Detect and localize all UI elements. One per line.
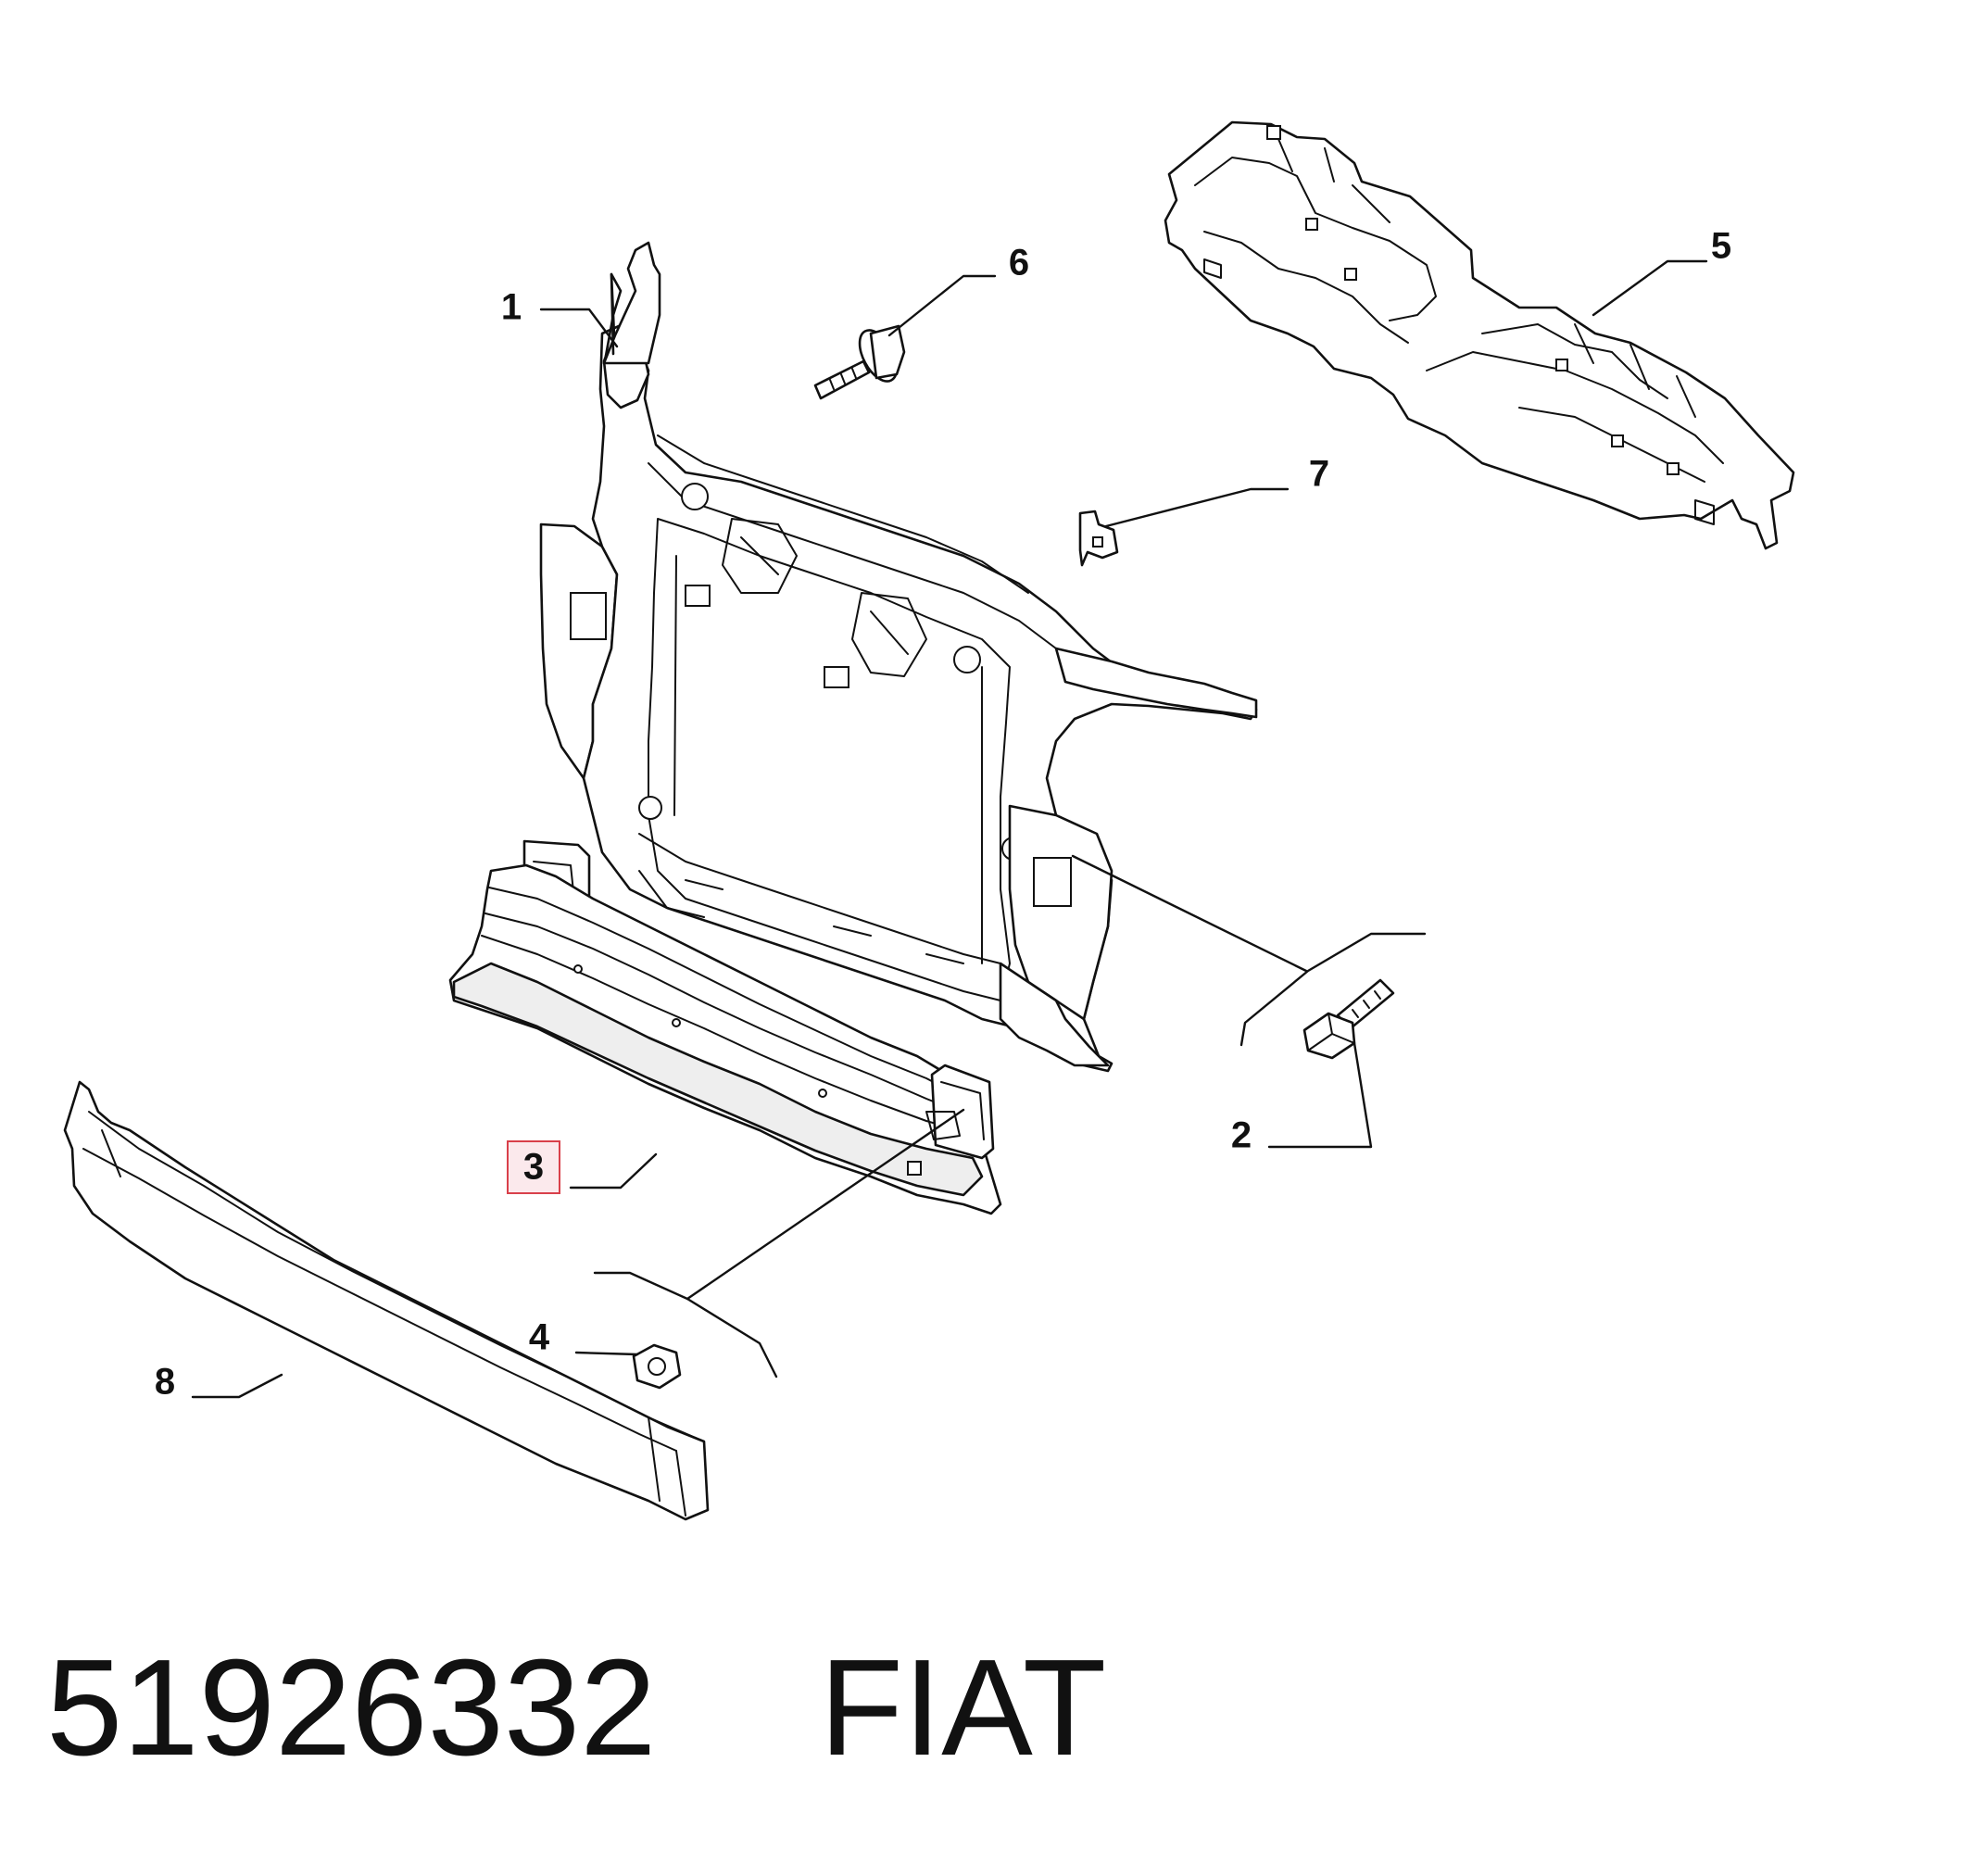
callout-2: 2 xyxy=(1231,1115,1252,1156)
bracket-bolt-upper xyxy=(1239,932,1427,1047)
leader-1 xyxy=(539,308,619,348)
leader-2 xyxy=(1267,1041,1373,1149)
leader-5 xyxy=(1592,259,1708,317)
part-4-nut xyxy=(632,1343,682,1390)
callout-4: 4 xyxy=(529,1317,550,1358)
part-8-energy-absorber xyxy=(63,1080,710,1521)
leader-3 xyxy=(569,1152,658,1190)
callout-labels: 1 6 5 7 2 3 4 8 xyxy=(155,226,1731,1403)
connector-bolt-frame xyxy=(1071,854,1308,973)
leader-8 xyxy=(191,1373,283,1399)
callout-7: 7 xyxy=(1309,454,1329,495)
part-5-upper-crossmember xyxy=(1164,120,1795,550)
part-6-screw xyxy=(813,324,906,400)
connector-nut-beam xyxy=(686,1108,965,1301)
callout-6: 6 xyxy=(1009,243,1029,283)
callout-8: 8 xyxy=(155,1362,175,1403)
leader-4 xyxy=(574,1351,639,1356)
leader-6 xyxy=(887,274,997,337)
caption: 51926332 FIAT xyxy=(46,1640,1106,1777)
brand-text: FIAT xyxy=(819,1631,1107,1784)
part-number-text: 51926332 xyxy=(46,1631,657,1784)
part-1-front-panel xyxy=(539,241,1258,1073)
callout-1: 1 xyxy=(501,287,522,328)
leader-7 xyxy=(1104,487,1290,528)
part-3-bumper-reinforcement xyxy=(448,839,1002,1215)
part-7-clip xyxy=(1078,510,1119,567)
highlight-box-part-3 xyxy=(507,1140,560,1194)
part-2-bolt xyxy=(1302,978,1395,1060)
callout-5: 5 xyxy=(1711,226,1731,267)
leader-lines xyxy=(191,259,1708,1399)
bracket-nut-lower xyxy=(593,1271,778,1378)
callout-3: 3 xyxy=(523,1147,544,1188)
